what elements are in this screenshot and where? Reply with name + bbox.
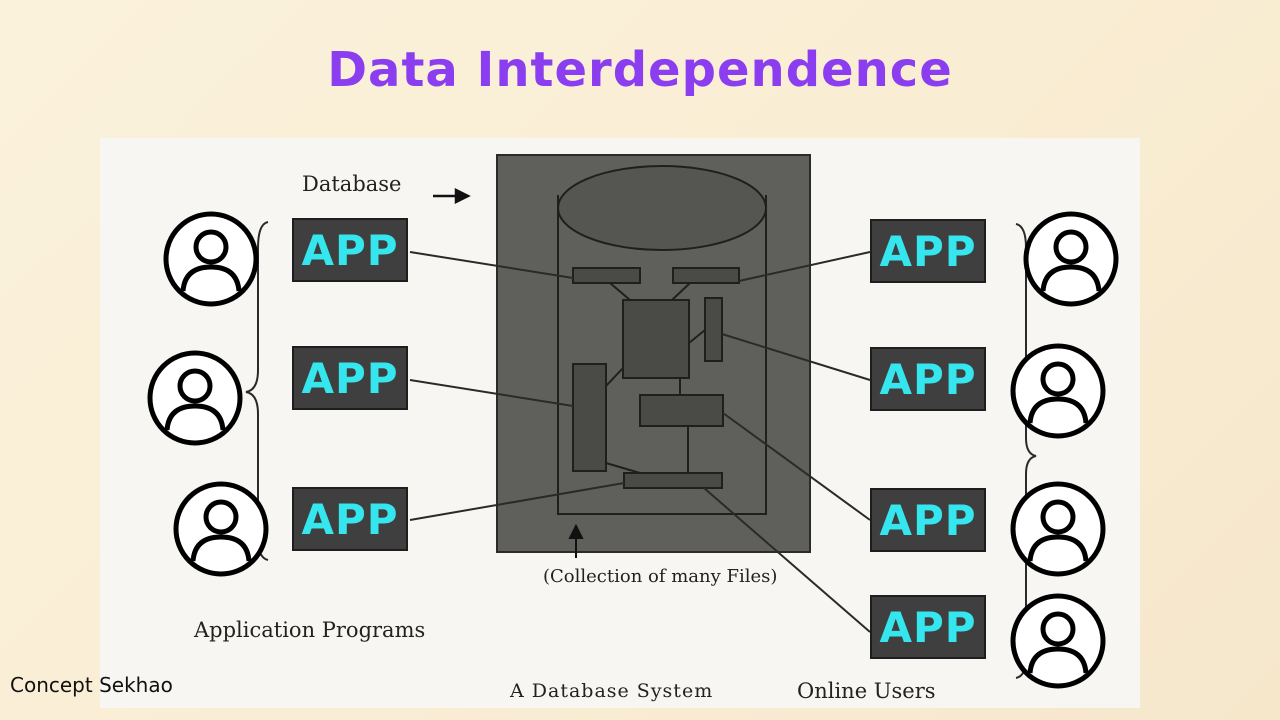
arrow-up-icon [568,523,584,558]
online-users-label: Online Users [797,679,936,703]
user-icon [173,481,269,577]
file-block [672,267,740,284]
left-app-box: APP [292,218,408,282]
file-block [623,472,723,489]
file-block [572,363,607,472]
user-icon [1010,481,1106,577]
user-icon [1010,593,1106,689]
user-icon [1023,211,1119,307]
left-app-box: APP [292,487,408,551]
file-block [622,299,690,379]
user-icon [147,350,243,446]
application-programs-label: Application Programs [194,618,426,642]
right-app-box: APP [870,488,986,552]
collection-label: (Collection of many Files) [543,566,778,587]
left-app-box: APP [292,346,408,410]
right-app-box: APP [870,219,986,283]
database-diagram [245,154,1037,679]
right-app-box: APP [870,595,986,659]
diagram-panel: Database (Collection of many Files) Appl… [100,138,1140,708]
database-label: Database [302,172,402,196]
database-cylinder-icon [557,165,767,515]
right-app-box: APP [870,347,986,411]
arrow-right-icon [433,187,471,205]
database-system-label: A Database System [510,680,714,702]
watermark-text: Concept Sekhao [10,673,173,697]
page-title: Data Interdependence [327,42,953,98]
file-block [639,394,724,427]
file-block [704,297,723,362]
file-block [572,267,641,284]
user-icon [1010,343,1106,439]
user-icon [163,211,259,307]
